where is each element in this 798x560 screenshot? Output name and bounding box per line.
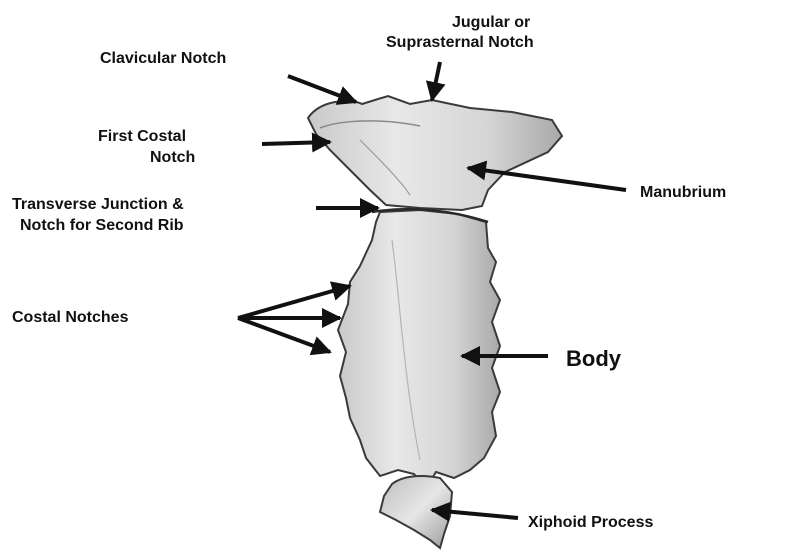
arrow-costal-1 [238,286,350,318]
label-jugular-line1: Jugular or [452,14,530,31]
label-transverse-line2: Notch for Second Rib [20,217,184,234]
label-xiphoid-process: Xiphoid Process [528,514,653,531]
label-jugular-line2: Suprasternal Notch [386,34,534,51]
arrow-first-costal [262,142,330,144]
label-body: Body [566,346,622,371]
label-manubrium: Manubrium [640,184,726,201]
arrow-costal-3 [238,318,330,352]
arrow-jugular [432,62,440,100]
label-transverse-line1: Transverse Junction & [12,196,184,213]
label-costal-notches: Costal Notches [12,309,129,326]
manubrium-bone [308,96,562,210]
label-first-costal-line1: First Costal [98,128,186,145]
sternum-body-bone [338,209,500,488]
label-first-costal-line2: Notch [150,149,195,166]
label-clavicular-notch: Clavicular Notch [100,50,226,67]
arrow-clavicular [288,76,356,102]
